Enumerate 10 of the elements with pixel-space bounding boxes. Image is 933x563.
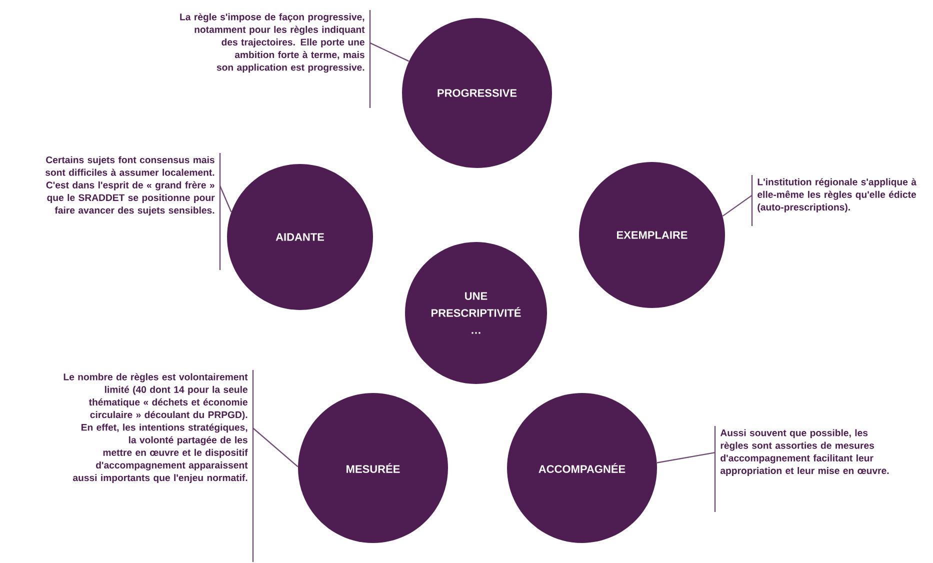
description-text: La règle s'impose de façon progressive, notamment pour les règles indiquant des trajectoires. Elle porte une ambition forte à terme, mais son application est progressive. bbox=[180, 13, 365, 73]
description-text: Le nombre de règles est volontairement limité (40 dont 14 pour la seule thématique « déchets et économie circulaire » découlant du PRPGD). En effet, les intentions stratégiques, la volonté partagée de les mettre en œuvre et le dispositif d'accompagnement apparaissent aussi importants que l'enjeu normatif. bbox=[64, 373, 248, 484]
description-text: Aussi souvent que possible, les règles sont assorties de mesures d'accompagnement facilitant leur appropriation et leur mise en œuvre. bbox=[720, 429, 889, 476]
leader-line bbox=[370, 42, 410, 62]
leader-line bbox=[219, 186, 232, 212]
description-text: Certains sujets font consensus mais sont difficiles à assumer localement. C'est dans l'esprit de « grand frère » que le SRADDET se positionne pour faire avancer des sujets sensibles. bbox=[46, 156, 215, 216]
leader-line bbox=[656, 452, 716, 464]
description-text: L'institution régionale s'applique à elle-même les règles qu'elle édicte (auto-prescriptions). bbox=[758, 178, 916, 212]
leader-line bbox=[252, 428, 298, 468]
leader-line bbox=[722, 194, 752, 217]
